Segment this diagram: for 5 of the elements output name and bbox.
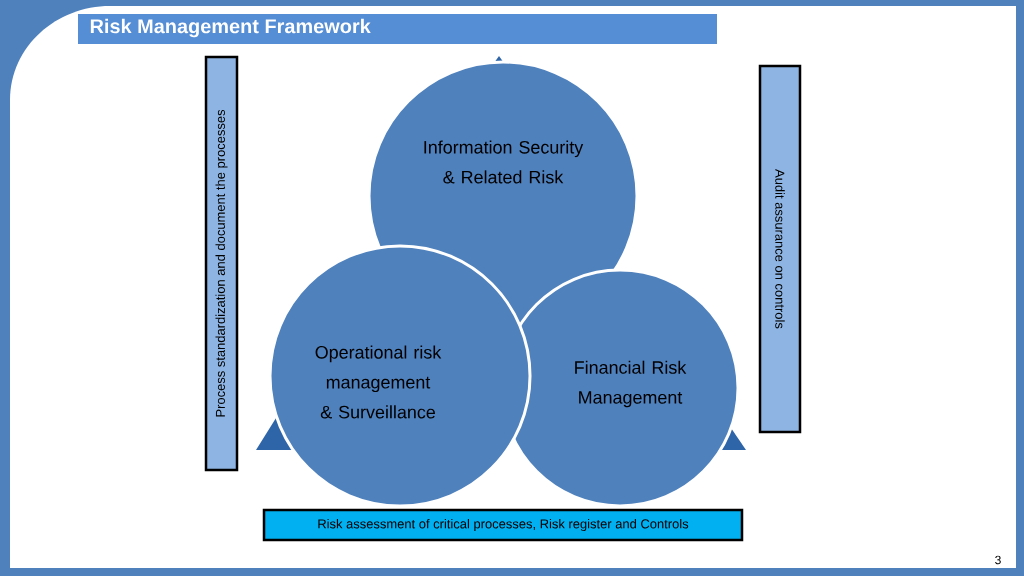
side-bar: Audit assurance on controls bbox=[758, 64, 802, 434]
title-bar: Risk Management Framework bbox=[78, 14, 717, 44]
page-number: 3 bbox=[995, 555, 1001, 565]
bottom-bar: Risk assessment of critical processes, Risk register and Controls bbox=[262, 508, 744, 542]
side-bar: Process standardization and document the processes bbox=[204, 55, 239, 472]
